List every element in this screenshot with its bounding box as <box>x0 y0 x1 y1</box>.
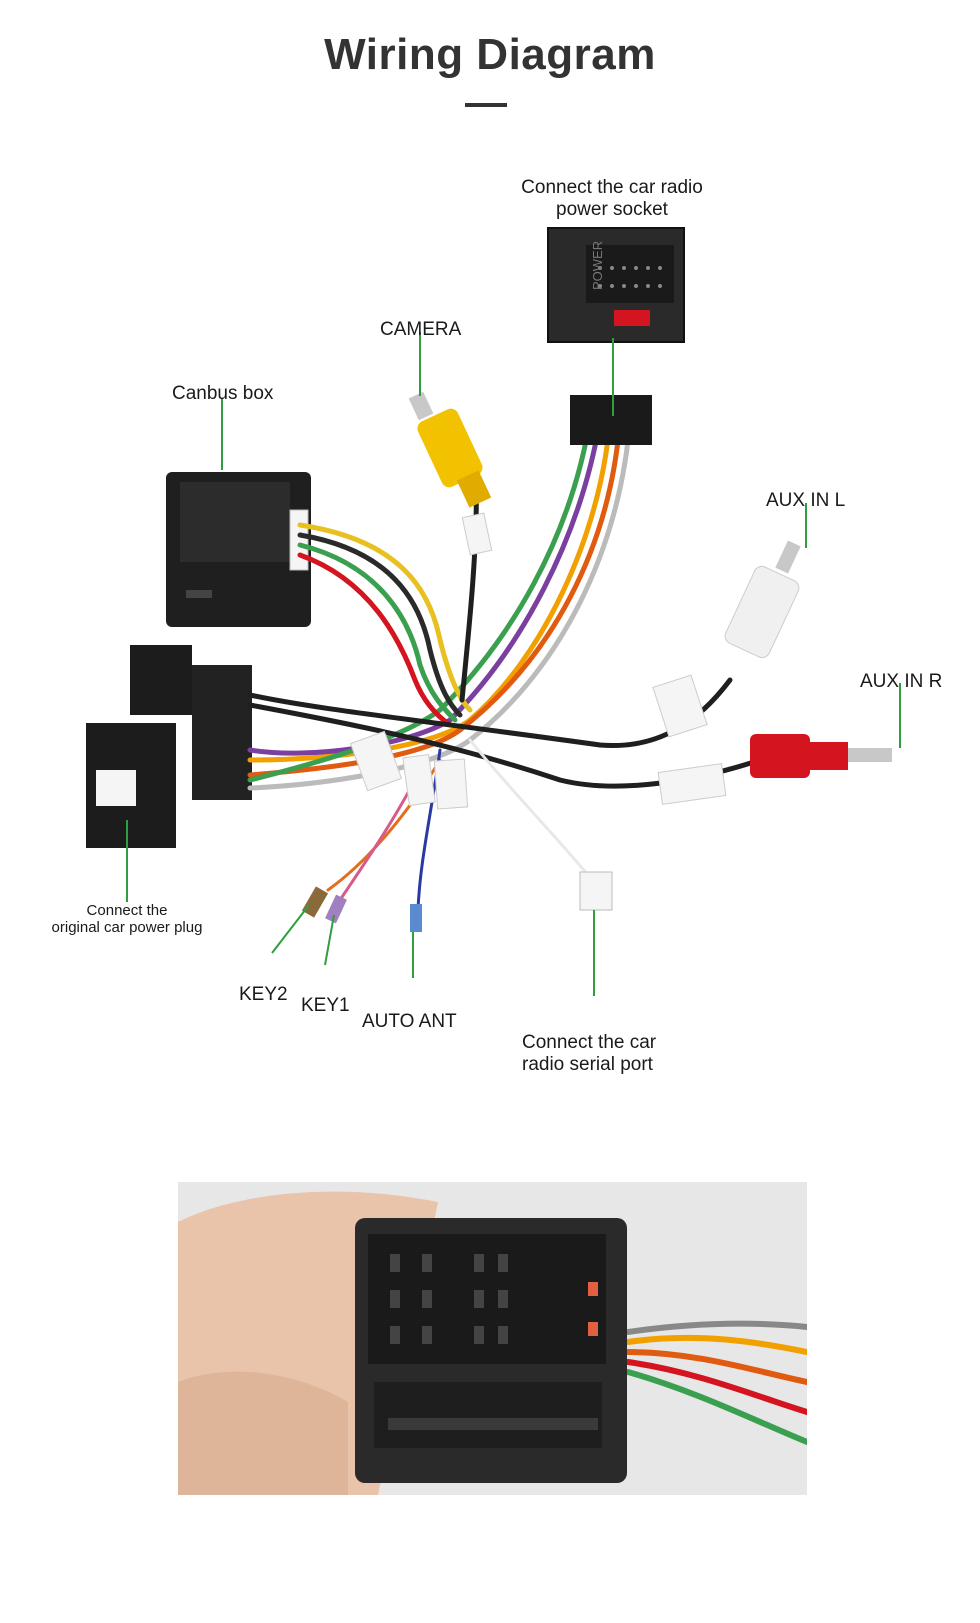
auto-ant-terminal <box>410 904 422 932</box>
page-title: Wiring Diagram <box>324 30 656 79</box>
camera-rca-connector <box>408 391 492 508</box>
original-power-plug <box>86 645 252 848</box>
svg-text:POWER: POWER <box>590 241 605 290</box>
original-plug-label: Connect the original car power plug <box>51 902 203 936</box>
wire-tags <box>349 512 727 810</box>
power-socket-connector: POWER <box>547 227 685 343</box>
aux-in-r-rca <box>750 734 892 778</box>
serial-port-label: Connect the car radio serial port <box>522 1032 657 1075</box>
key2-terminal <box>301 886 329 918</box>
aux-in-l-label: AUX IN L <box>766 490 846 511</box>
connector-photo <box>178 1182 807 1495</box>
canbus-box <box>166 472 311 627</box>
wire-bundle <box>247 417 763 912</box>
canbus-box-label: Canbus box <box>172 383 274 404</box>
harness-socket-plug <box>570 395 652 445</box>
auto-ant-label: AUTO ANT <box>362 1011 457 1032</box>
camera-label: CAMERA <box>380 319 462 340</box>
leader-lines <box>126 332 901 996</box>
key2-label: KEY2 <box>239 984 288 1005</box>
key1-label: KEY1 <box>301 995 350 1016</box>
aux-in-l-rca <box>724 540 801 659</box>
serial-port-connector <box>579 871 613 911</box>
key1-terminal <box>325 894 347 924</box>
wiring-diagram: POWER <box>86 227 901 996</box>
aux-in-r-label: AUX IN R <box>860 671 943 692</box>
title-underline <box>465 103 507 107</box>
power-socket-label: Connect the car radio power socket <box>521 177 703 220</box>
